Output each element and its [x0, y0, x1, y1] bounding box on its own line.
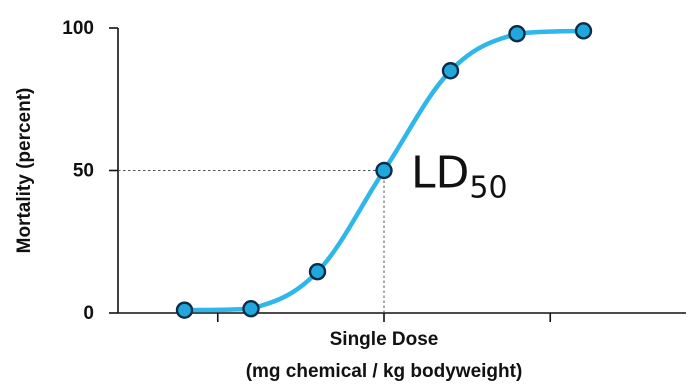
ld50-annotation-subscript: 50: [469, 171, 507, 206]
ld50-guides: [118, 170, 385, 313]
data-point: [574, 22, 593, 40]
data-point: [508, 25, 526, 43]
y-tick-label: 50: [73, 161, 94, 182]
y-tick-label: 0: [83, 303, 94, 324]
data-point: [375, 161, 393, 180]
data-points: [175, 22, 593, 319]
y-tick-label: 100: [62, 18, 94, 39]
ld50-annotation-main: LD: [411, 148, 469, 199]
ld50-annotation: LD50: [411, 148, 508, 206]
x-axis-title: Single Dose: [330, 329, 439, 350]
data-point: [175, 301, 194, 319]
data-point: [242, 300, 260, 318]
x-ticks: [216, 313, 552, 322]
y-axis-title: Mortality (percent): [14, 88, 35, 254]
data-point: [308, 262, 327, 281]
x-axis-subtitle: (mg chemical / kg bodyweight): [246, 361, 523, 382]
y-ticks: 0 50 100: [62, 18, 118, 324]
data-point: [441, 62, 460, 80]
